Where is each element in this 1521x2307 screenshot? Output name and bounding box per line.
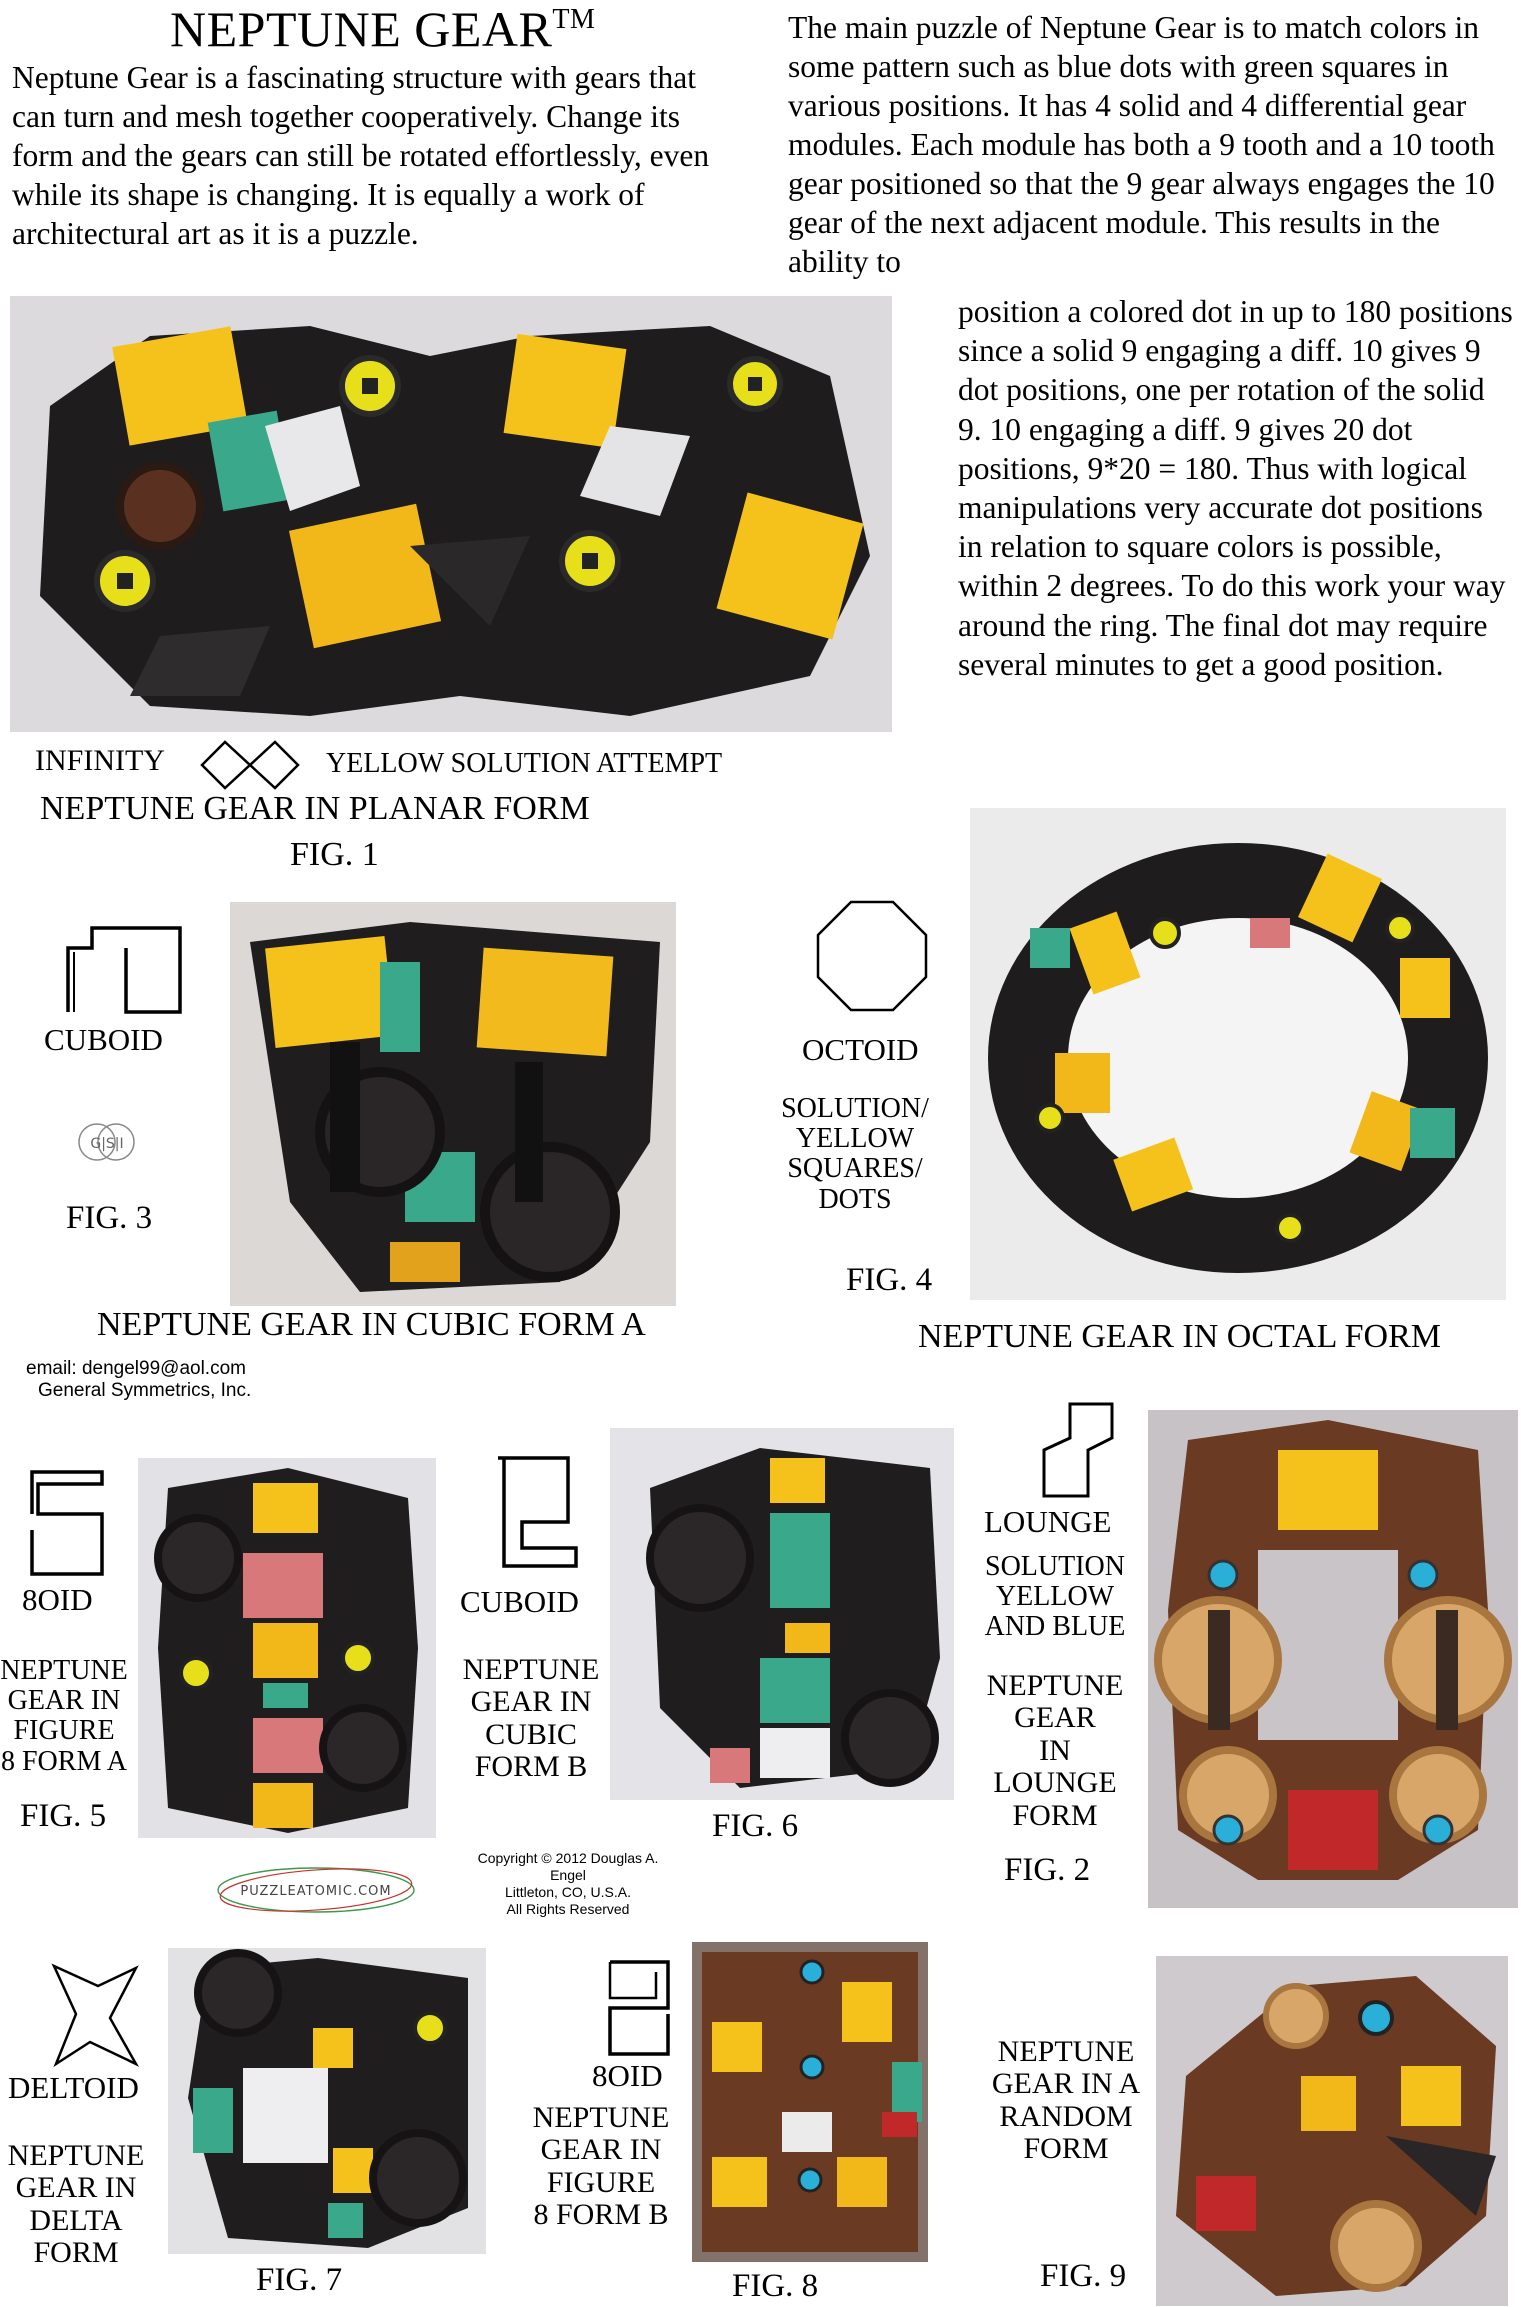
fig9-caption-line: GEAR IN A: [991, 2067, 1141, 2101]
figure8-shape-icon: [28, 1470, 108, 1576]
fig2-photo: [1148, 1410, 1518, 1908]
page-title: NEPTUNE GEARTM: [170, 1, 596, 57]
fig1-caption: NEPTUNE GEAR IN PLANAR FORM: [40, 790, 590, 827]
fig3-number: FIG. 3: [66, 1200, 153, 1236]
fig2-caption-line: LOUNGE: [993, 1766, 1117, 1800]
fig2-note-line: SOLUTION: [985, 1551, 1125, 1582]
fig1-shape-label: INFINITY: [35, 744, 165, 777]
fig8-caption-line: GEAR IN: [540, 2133, 662, 2167]
fig8-caption: NEPTUNE GEAR IN FIGURE 8 FORM B: [522, 2101, 680, 2232]
fig6-caption: NEPTUNE GEAR IN CUBIC FORM B: [452, 1653, 610, 1784]
fig5-shape-label: 8OID: [22, 1582, 93, 1617]
puzzle-description-part1: The main puzzle of Neptune Gear is to ma…: [788, 10, 1495, 279]
fig5-caption-line: 8 FORM A: [0, 1745, 128, 1777]
fig8-number: FIG. 8: [732, 2268, 819, 2304]
copyright-line: Copyright © 2012 Douglas A. Engel: [477, 1850, 659, 1883]
fig6-photo: [610, 1428, 954, 1800]
fig7-caption-line: GEAR IN: [15, 2171, 137, 2205]
fig5-number: FIG. 5: [20, 1798, 107, 1834]
fig4-note-line: SQUARES/: [787, 1153, 923, 1185]
fig5-caption: NEPTUNE GEAR IN FIGURE 8 FORM A: [0, 1655, 128, 1777]
fig8-shape-label: 8OID: [592, 2058, 663, 2093]
fig5-caption-line: GEAR IN: [7, 1685, 121, 1717]
fig9-photo: [1156, 1956, 1508, 2306]
copyright-line: Littleton, CO, U.S.A.: [504, 1884, 632, 1900]
intro-paragraph: Neptune Gear is a fascinating structure …: [12, 60, 710, 251]
copyright-notice: Copyright © 2012 Douglas A. Engel Little…: [458, 1850, 678, 1918]
fig7-shape-label: DELTOID: [8, 2070, 139, 2105]
fig2-number: FIG. 2: [1004, 1852, 1091, 1888]
fig8-caption-line: 8 FORM B: [533, 2198, 669, 2232]
fig8-photo: [692, 1942, 928, 2262]
infinity-shape-icon: [198, 738, 302, 792]
fig2-caption: NEPTUNE GEAR IN LOUNGE FORM: [968, 1669, 1142, 1832]
fig2-note-line: YELLOW: [995, 1581, 1115, 1613]
fig2-note-line: AND BLUE: [984, 1611, 1126, 1643]
fig7-caption-line: DELTA: [29, 2203, 123, 2237]
fig6-caption-line: NEPTUNE: [462, 1653, 600, 1686]
fig6-shape-label: CUBOID: [460, 1584, 579, 1619]
fig3-caption: NEPTUNE GEAR IN CUBIC FORM A: [97, 1306, 646, 1343]
fig2-shape-label: LOUNGE: [984, 1504, 1112, 1539]
fig9-caption: NEPTUNE GEAR IN A RANDOM FORM: [986, 2035, 1146, 2166]
fig3-shape-label: CUBOID: [44, 1022, 163, 1057]
fig2-caption-line: IN: [1039, 1733, 1071, 1767]
contact-company: General Symmetrics, Inc.: [38, 1380, 252, 1401]
fig8-caption-line: NEPTUNE: [532, 2101, 670, 2134]
fig1-number: FIG. 1: [290, 836, 379, 873]
octagon-shape-icon: [816, 900, 928, 1012]
puzzleatomic-logo-text: PUZZLEATOMIC.COM: [240, 1884, 391, 1899]
cuboid-b-shape-icon: [494, 1456, 580, 1570]
fig7-caption-line: FORM: [33, 2236, 119, 2270]
fig6-caption-line: FORM B: [474, 1750, 588, 1784]
fig7-caption: NEPTUNE GEAR IN DELTA FORM: [0, 2139, 152, 2270]
cuboid-shape-icon: [62, 926, 186, 1016]
fig4-caption: NEPTUNE GEAR IN OCTAL FORM: [918, 1318, 1442, 1355]
fig5-photo: [138, 1458, 436, 1838]
fig2-caption-line: NEPTUNE: [986, 1669, 1124, 1702]
fig4-number: FIG. 4: [846, 1262, 933, 1298]
fig7-caption-line: NEPTUNE: [7, 2139, 145, 2172]
fig4-note: SOLUTION/ YELLOW SQUARES/ DOTS: [780, 1093, 930, 1215]
fig1-note: YELLOW SOLUTION ATTEMPT: [326, 748, 723, 779]
puzzle-description-part2: position a colored dot in up to 180 posi…: [958, 294, 1513, 682]
deltoid-shape-icon: [50, 1962, 140, 2068]
fig9-caption-line: FORM: [1023, 2132, 1109, 2166]
puzzleatomic-logo: PUZZLEATOMIC.COM: [214, 1862, 418, 1918]
fig4-note-line: YELLOW: [795, 1123, 915, 1155]
fig2-note: SOLUTION YELLOW AND BLUE: [968, 1551, 1142, 1643]
fig4-note-line: SOLUTION/: [781, 1093, 929, 1124]
fig5-caption-line: NEPTUNE: [0, 1655, 128, 1686]
copyright-line: All Rights Reserved: [506, 1901, 630, 1917]
fig7-number: FIG. 7: [256, 2262, 343, 2298]
lounge-shape-icon: [1040, 1400, 1116, 1500]
fig2-caption-line: FORM: [1012, 1798, 1098, 1832]
fig5-caption-line: FIGURE: [13, 1715, 115, 1747]
fig2-caption-line: GEAR: [1014, 1701, 1096, 1735]
contact-email: email: dengel99@aol.com: [26, 1358, 246, 1379]
fig8-caption-line: FIGURE: [546, 2165, 656, 2199]
fig6-caption-line: GEAR IN: [470, 1685, 592, 1719]
fig6-number: FIG. 6: [712, 1808, 799, 1844]
fig4-photo: [970, 808, 1506, 1300]
fig4-shape-label: OCTOID: [802, 1032, 919, 1067]
fig3-photo: [230, 902, 676, 1306]
figure8-b-shape-icon: [606, 1958, 672, 2058]
fig7-photo: [168, 1948, 486, 2254]
fig9-number: FIG. 9: [1040, 2258, 1127, 2294]
fig4-note-line: DOTS: [818, 1183, 892, 1215]
trademark-symbol: TM: [552, 4, 596, 35]
gsi-logo: G|S|I: [72, 1118, 142, 1166]
fig9-caption-line: NEPTUNE: [997, 2035, 1135, 2068]
fig9-caption-line: RANDOM: [999, 2099, 1133, 2133]
gsi-logo-text: G|S|I: [90, 1136, 123, 1152]
fig1-photo: [10, 296, 892, 732]
fig6-caption-line: CUBIC: [485, 1717, 577, 1751]
